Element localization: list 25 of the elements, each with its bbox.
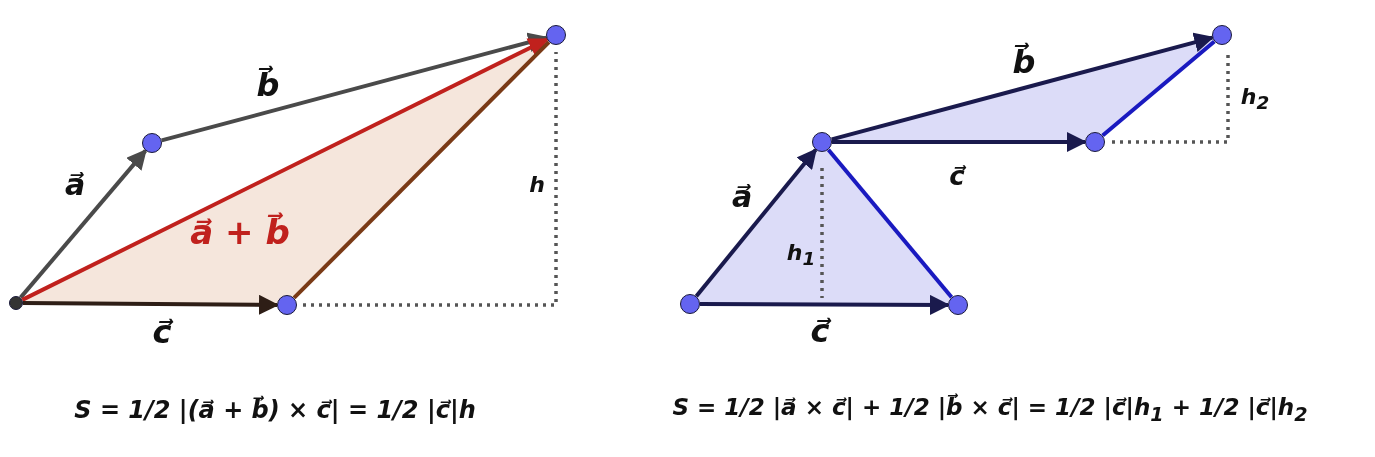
vector-label: c⃗ xyxy=(810,315,830,347)
vector-label: c⃗ xyxy=(949,163,965,189)
vector-arrow xyxy=(19,149,148,299)
vector-arrow xyxy=(161,32,549,143)
point-dot xyxy=(546,25,566,45)
point-dot xyxy=(142,133,162,153)
line-segment xyxy=(826,148,954,299)
vector-label: a⃗ xyxy=(64,170,86,200)
point-dot xyxy=(812,132,832,152)
point-dot xyxy=(1212,25,1232,45)
vector-arrow xyxy=(832,132,1087,152)
height-label: h xyxy=(529,174,545,196)
point-dot xyxy=(9,296,23,310)
vector-arrow xyxy=(23,294,279,315)
vector-arrow xyxy=(694,148,818,298)
point-dot xyxy=(1085,132,1105,152)
height-label: h$_{2}$ xyxy=(1240,85,1270,113)
line-segment xyxy=(1101,39,1216,138)
point-dot xyxy=(948,295,968,315)
point-dot xyxy=(680,294,700,314)
height-label: h$_{1}$ xyxy=(786,241,816,269)
vector-arrow xyxy=(700,294,950,315)
vector-label: c⃗ xyxy=(152,316,172,348)
point-dot xyxy=(277,295,297,315)
vector-label: a⃗ xyxy=(731,182,753,212)
